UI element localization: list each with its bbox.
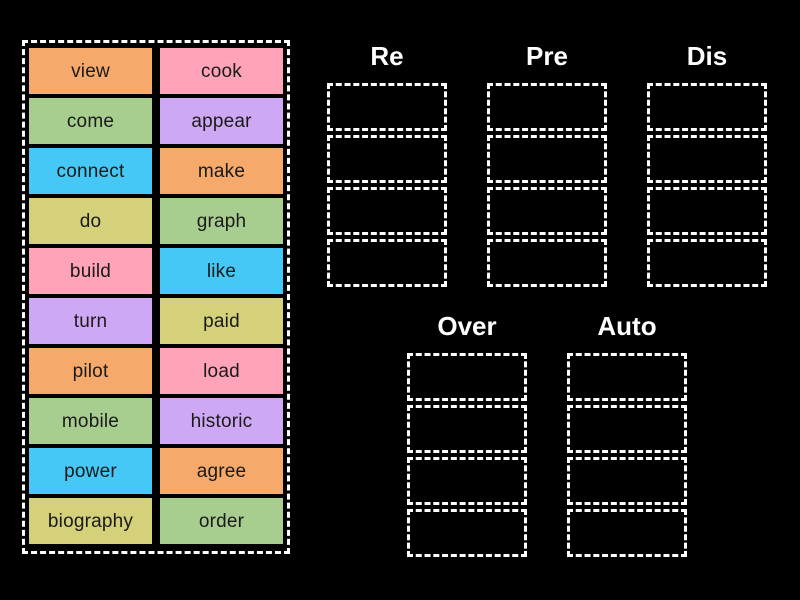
word-tile[interactable]: cook	[160, 48, 283, 94]
category-title-pre: Pre	[526, 41, 568, 71]
dropzone-slot[interactable]	[327, 239, 447, 287]
word-tile[interactable]: make	[160, 148, 283, 194]
word-tile[interactable]: view	[29, 48, 152, 94]
word-tile[interactable]: connect	[29, 148, 152, 194]
word-tile[interactable]: appear	[160, 98, 283, 144]
word-tile[interactable]: power	[29, 448, 152, 494]
word-tile[interactable]: turn	[29, 298, 152, 344]
dropzone-stack-pre	[487, 83, 607, 287]
dropzone-stack-over	[407, 353, 527, 557]
word-tile[interactable]: pilot	[29, 348, 152, 394]
dropzone-stack-dis	[647, 83, 767, 287]
dropzone-slot[interactable]	[567, 353, 687, 401]
dropzone-slot[interactable]	[647, 187, 767, 235]
dropzone-slot[interactable]	[487, 187, 607, 235]
dropzone-slot[interactable]	[567, 509, 687, 557]
category-column-auto: Auto	[567, 313, 687, 557]
dropzone-slot[interactable]	[487, 135, 607, 183]
word-tile[interactable]: historic	[160, 398, 283, 444]
category-title-re: Re	[370, 41, 404, 71]
category-column-over: Over	[407, 313, 527, 557]
dropzone-slot[interactable]	[487, 239, 607, 287]
word-tile[interactable]: do	[29, 198, 152, 244]
category-title-auto: Auto	[597, 311, 657, 341]
dropzone-slot[interactable]	[487, 83, 607, 131]
word-tile[interactable]: paid	[160, 298, 283, 344]
dropzone-slot[interactable]	[327, 83, 447, 131]
category-column-pre: Pre	[487, 43, 607, 287]
word-tile[interactable]: agree	[160, 448, 283, 494]
category-column-re: Re	[327, 43, 447, 287]
category-title-dis: Dis	[686, 41, 728, 71]
dropzone-slot[interactable]	[647, 83, 767, 131]
dropzone-slot[interactable]	[647, 239, 767, 287]
category-title-over: Over	[437, 311, 497, 341]
dropzone-slot[interactable]	[327, 187, 447, 235]
word-tile[interactable]: like	[160, 248, 283, 294]
dropzone-slot[interactable]	[567, 457, 687, 505]
dropzone-slot[interactable]	[567, 405, 687, 453]
dropzone-slot[interactable]	[647, 135, 767, 183]
word-tile[interactable]: load	[160, 348, 283, 394]
dropzone-slot[interactable]	[327, 135, 447, 183]
dropzone-slot[interactable]	[407, 353, 527, 401]
dropzone-slot[interactable]	[407, 509, 527, 557]
word-tile[interactable]: graph	[160, 198, 283, 244]
word-tile[interactable]: order	[160, 498, 283, 544]
dropzone-slot[interactable]	[407, 457, 527, 505]
dropzone-stack-re	[327, 83, 447, 287]
word-tile[interactable]: come	[29, 98, 152, 144]
category-column-dis: Dis	[647, 43, 767, 287]
word-tile[interactable]: build	[29, 248, 152, 294]
word-tile[interactable]: mobile	[29, 398, 152, 444]
dropzone-stack-auto	[567, 353, 687, 557]
dropzone-slot[interactable]	[407, 405, 527, 453]
word-tile[interactable]: biography	[29, 498, 152, 544]
